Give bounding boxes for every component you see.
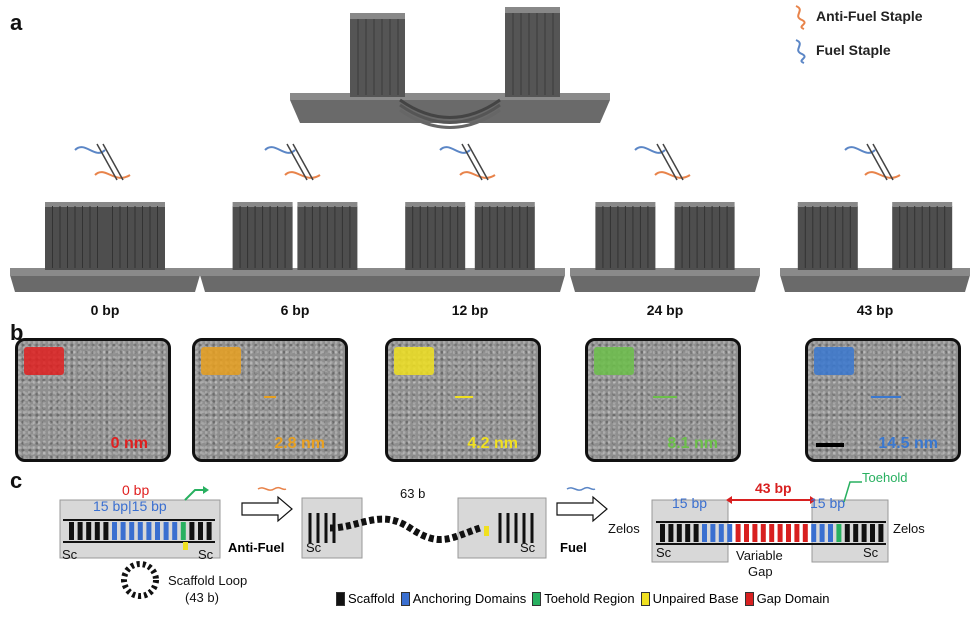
tem-image-2: 2.8 nm — [192, 338, 348, 462]
legend-swatch — [640, 591, 650, 606]
legend-label: Anchoring Domains — [412, 591, 527, 606]
distance-label: 4.2 nm — [467, 435, 518, 452]
zelos-left-label: Zelos — [608, 521, 640, 536]
state-model-1 — [10, 143, 200, 292]
legend-item: Toehold Region — [532, 591, 635, 606]
origami-icon — [24, 347, 64, 375]
legend-anti-fuel-label: Anti-Fuel Staple — [816, 8, 923, 24]
distance-label: 2.8 nm — [274, 435, 325, 452]
anchoring-domain-label: 15 bp|15 bp — [93, 498, 167, 514]
tem-image-5: 14.5 nm — [805, 338, 961, 462]
state-label: 24 bp — [646, 302, 684, 318]
tem-image-4: 8.1 nm — [585, 338, 741, 462]
open-strand-length: 63 b — [400, 486, 426, 501]
distance-marker — [871, 396, 901, 398]
schematic-open — [301, 497, 547, 559]
gap-sc-left: Sc — [656, 545, 672, 560]
fuel-step-label: Fuel — [560, 540, 587, 555]
distance-label: 0 nm — [110, 435, 148, 452]
anti-fuel-strand-icon — [795, 5, 806, 30]
state-label: 0 bp — [90, 302, 120, 318]
closed-sc-left: Sc — [62, 547, 78, 562]
origami-icon — [201, 347, 241, 375]
state-model-4 — [570, 143, 760, 292]
right-right-domain-label: 15 bp — [810, 495, 846, 511]
distance-label: 8.1 nm — [667, 435, 718, 452]
origami-icon — [594, 347, 634, 375]
scale-bar — [816, 443, 844, 447]
right-left-domain-label: 15 bp — [672, 495, 708, 511]
open-sc-right: Sc — [520, 540, 536, 555]
origami-icon — [394, 347, 434, 375]
distance-marker — [264, 396, 276, 398]
state-model-5 — [780, 143, 970, 292]
toehold-label: Toehold — [862, 470, 908, 485]
closed-sc-right: Sc — [198, 547, 214, 562]
fuel-arrow — [556, 486, 608, 523]
origami-icon — [814, 347, 854, 375]
distance-marker — [455, 396, 473, 398]
schematic-gap — [651, 496, 889, 563]
scaffold-loop-size: (43 b) — [185, 590, 219, 605]
legend-fuel-label: Fuel Staple — [816, 42, 891, 58]
gap-label: Gap — [748, 564, 773, 579]
tem-image-1: 0 nm — [15, 338, 171, 462]
legend-item: Scaffold — [336, 591, 395, 606]
legend-swatch — [336, 591, 345, 606]
legend-label: Scaffold — [348, 591, 395, 606]
state-model-3 — [375, 143, 565, 292]
panel-c-letter: c — [10, 468, 23, 493]
state-label: 43 bp — [856, 302, 894, 318]
domain-legend: Scaffold Anchoring Domains Toehold Region U… — [336, 591, 830, 606]
open-sc-left: Sc — [306, 540, 322, 555]
scaffold-loop-label: Scaffold Loop — [168, 573, 248, 588]
legend-swatch — [744, 591, 754, 606]
legend-item: Anchoring Domains — [400, 591, 527, 606]
panel-a-letter: a — [10, 10, 23, 35]
legend-swatch — [400, 591, 410, 606]
distance-marker — [653, 396, 677, 398]
legend-item: Unpaired Base — [640, 591, 739, 606]
toehold-pointer — [843, 481, 862, 503]
tem-image-3: 4.2 nm — [385, 338, 541, 462]
legend-item: Gap Domain — [744, 591, 830, 606]
state-label: 12 bp — [451, 302, 489, 318]
variable-label: Variable — [736, 548, 783, 563]
zelos-right-label: Zelos — [893, 521, 925, 536]
legend-swatch — [532, 591, 542, 606]
origami-model-top — [290, 7, 610, 129]
fuel-strand-icon — [795, 39, 806, 64]
state-model-2 — [200, 143, 390, 292]
schematic-closed — [59, 486, 221, 599]
legend-label: Unpaired Base — [652, 591, 739, 606]
legend-label: Toehold Region — [544, 591, 635, 606]
gap-sc-right: Sc — [863, 545, 879, 560]
state-label: 6 bp — [280, 302, 310, 318]
closed-gap-label: 0 bp — [122, 482, 150, 498]
distance-label: 14.5 nm — [878, 435, 938, 452]
anti-fuel-step-label: Anti-Fuel — [228, 540, 285, 555]
anti-fuel-arrow — [241, 486, 293, 523]
gap-size-label: 43 bp — [755, 480, 792, 496]
legend-label: Gap Domain — [756, 591, 830, 606]
